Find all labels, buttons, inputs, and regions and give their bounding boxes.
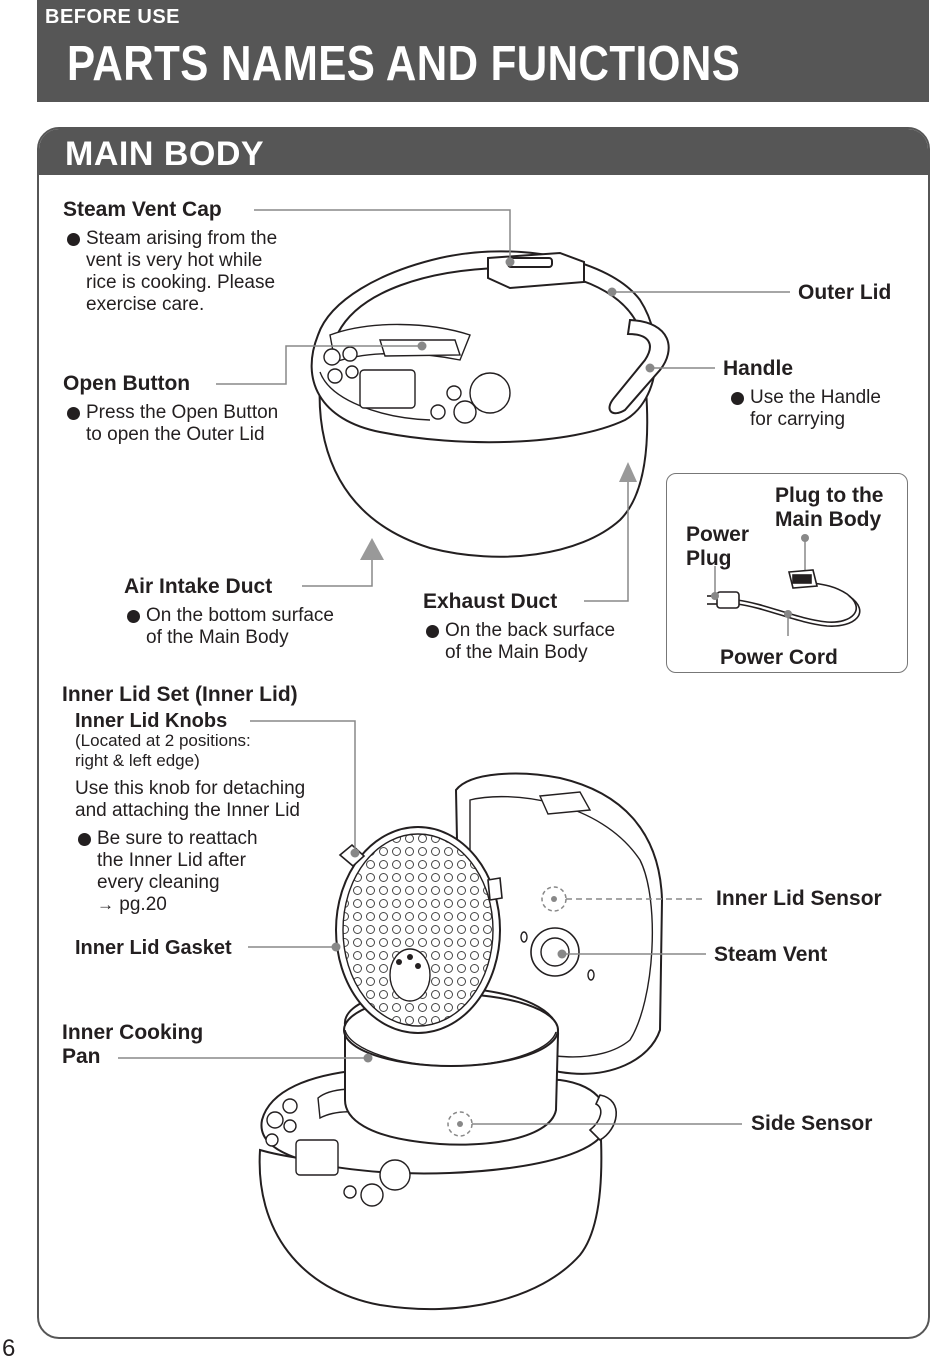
page-reference[interactable]: → pg.20 [97, 894, 258, 916]
inner-lid-knobs-label: Inner Lid Knobs [75, 710, 228, 732]
steam-vent-cap-line: exercise care. [86, 294, 205, 315]
exhaust-duct-line: On the back surface [445, 620, 616, 641]
plug-to-main-body-label-line2: Main Body [775, 508, 882, 531]
air-intake-duct-description: On the bottom surface of the Main Body [124, 605, 334, 649]
inner-lid-knobs-usage-line: Use this knob for detaching [75, 778, 306, 799]
page-header: BEFORE USE PARTS NAMES AND FUNCTIONS [37, 0, 929, 102]
plug-to-main-body-label-line1: Plug to the [775, 484, 884, 507]
power-plug-label-line1: Power [686, 523, 750, 546]
handle-description: Use the Handle for carrying [728, 387, 881, 431]
open-button-line: Press the Open Button [86, 402, 279, 423]
side-sensor-label: Side Sensor [751, 1112, 873, 1135]
page-number: 6 [2, 1335, 16, 1362]
steam-vent-cap-label: Steam Vent Cap [63, 198, 222, 221]
inner-lid-knobs-bullet-line: every cleaning [97, 872, 220, 893]
air-intake-duct-label: Air Intake Duct [124, 575, 273, 598]
plug-to-main-body-label: Plug to the Main Body [775, 484, 884, 532]
inner-cooking-pan-label-line1: Inner Cooking [62, 1021, 204, 1044]
inner-lid-knobs-bullet: Be sure to reattach the Inner Lid after … [75, 828, 258, 916]
inner-lid-knobs-bullet-line: Be sure to reattach [97, 828, 258, 849]
exhaust-duct-line: of the Main Body [445, 642, 588, 663]
duct-arrows [360, 462, 637, 560]
steam-vent-cap-line: rice is cooking. Please [86, 272, 276, 293]
rice-cooker-open-drawing [258, 772, 664, 1311]
handle-line: for carrying [750, 409, 846, 430]
panel-header: MAIN BODY [39, 129, 928, 175]
inner-lid-knobs-note-line: (Located at 2 positions: [75, 731, 251, 750]
inner-lid-gasket-label: Inner Lid Gasket [75, 937, 232, 959]
handle-line: Use the Handle [750, 387, 881, 408]
page-title: PARTS NAMES AND FUNCTIONS [67, 37, 741, 91]
open-button-description: Press the Open Button to open the Outer … [64, 402, 278, 446]
inner-cooking-pan-label: Inner Cooking Pan [62, 1021, 203, 1069]
leader-dots [331, 257, 655, 1127]
open-button-line: to open the Outer Lid [86, 424, 265, 445]
handle-label: Handle [723, 357, 794, 380]
air-intake-duct-line: On the bottom surface [146, 605, 334, 626]
exhaust-duct-description: On the back surface of the Main Body [423, 620, 615, 664]
inner-lid-knobs-note: (Located at 2 positions: right & left ed… [75, 731, 251, 771]
power-plug-label: Power Plug [686, 523, 749, 571]
steam-vent-cap-line: Steam arising from the [86, 228, 278, 249]
steam-vent-label: Steam Vent [714, 943, 828, 966]
power-cord-label: Power Cord [720, 646, 838, 669]
inner-cooking-pan-label-line2: Pan [62, 1045, 101, 1068]
power-cord-box: Plug to the Main Body Power Plug Power C… [666, 473, 908, 673]
section-tag: BEFORE USE [45, 6, 181, 28]
power-cord-drawing [707, 534, 861, 636]
inner-lid-set-label: Inner Lid Set (Inner Lid) [62, 683, 298, 706]
rice-cooker-closed-drawing [310, 250, 670, 558]
outer-lid-label: Outer Lid [798, 281, 892, 304]
page-reference-text: pg.20 [119, 894, 167, 915]
steam-vent-cap-line: vent is very hot while [86, 250, 263, 271]
open-button-label: Open Button [63, 372, 191, 395]
power-plug-label-line2: Plug [686, 547, 732, 570]
panel-title: MAIN BODY [65, 135, 265, 173]
inner-lid-sensor-label: Inner Lid Sensor [716, 887, 882, 910]
inner-lid-knobs-usage: Use this knob for detaching and attachin… [75, 778, 305, 822]
inner-lid-knobs-usage-line: and attaching the Inner Lid [75, 800, 301, 821]
inner-lid-knobs-note-line: right & left edge) [75, 751, 200, 770]
inner-lid-knobs-bullet-line: the Inner Lid after [97, 850, 246, 871]
steam-vent-cap-description: Steam arising from the vent is very hot … [64, 228, 277, 316]
arrow-icon: → [97, 895, 114, 914]
leader-lines [118, 209, 790, 1137]
exhaust-duct-label: Exhaust Duct [423, 590, 558, 613]
air-intake-duct-line: of the Main Body [146, 627, 289, 648]
